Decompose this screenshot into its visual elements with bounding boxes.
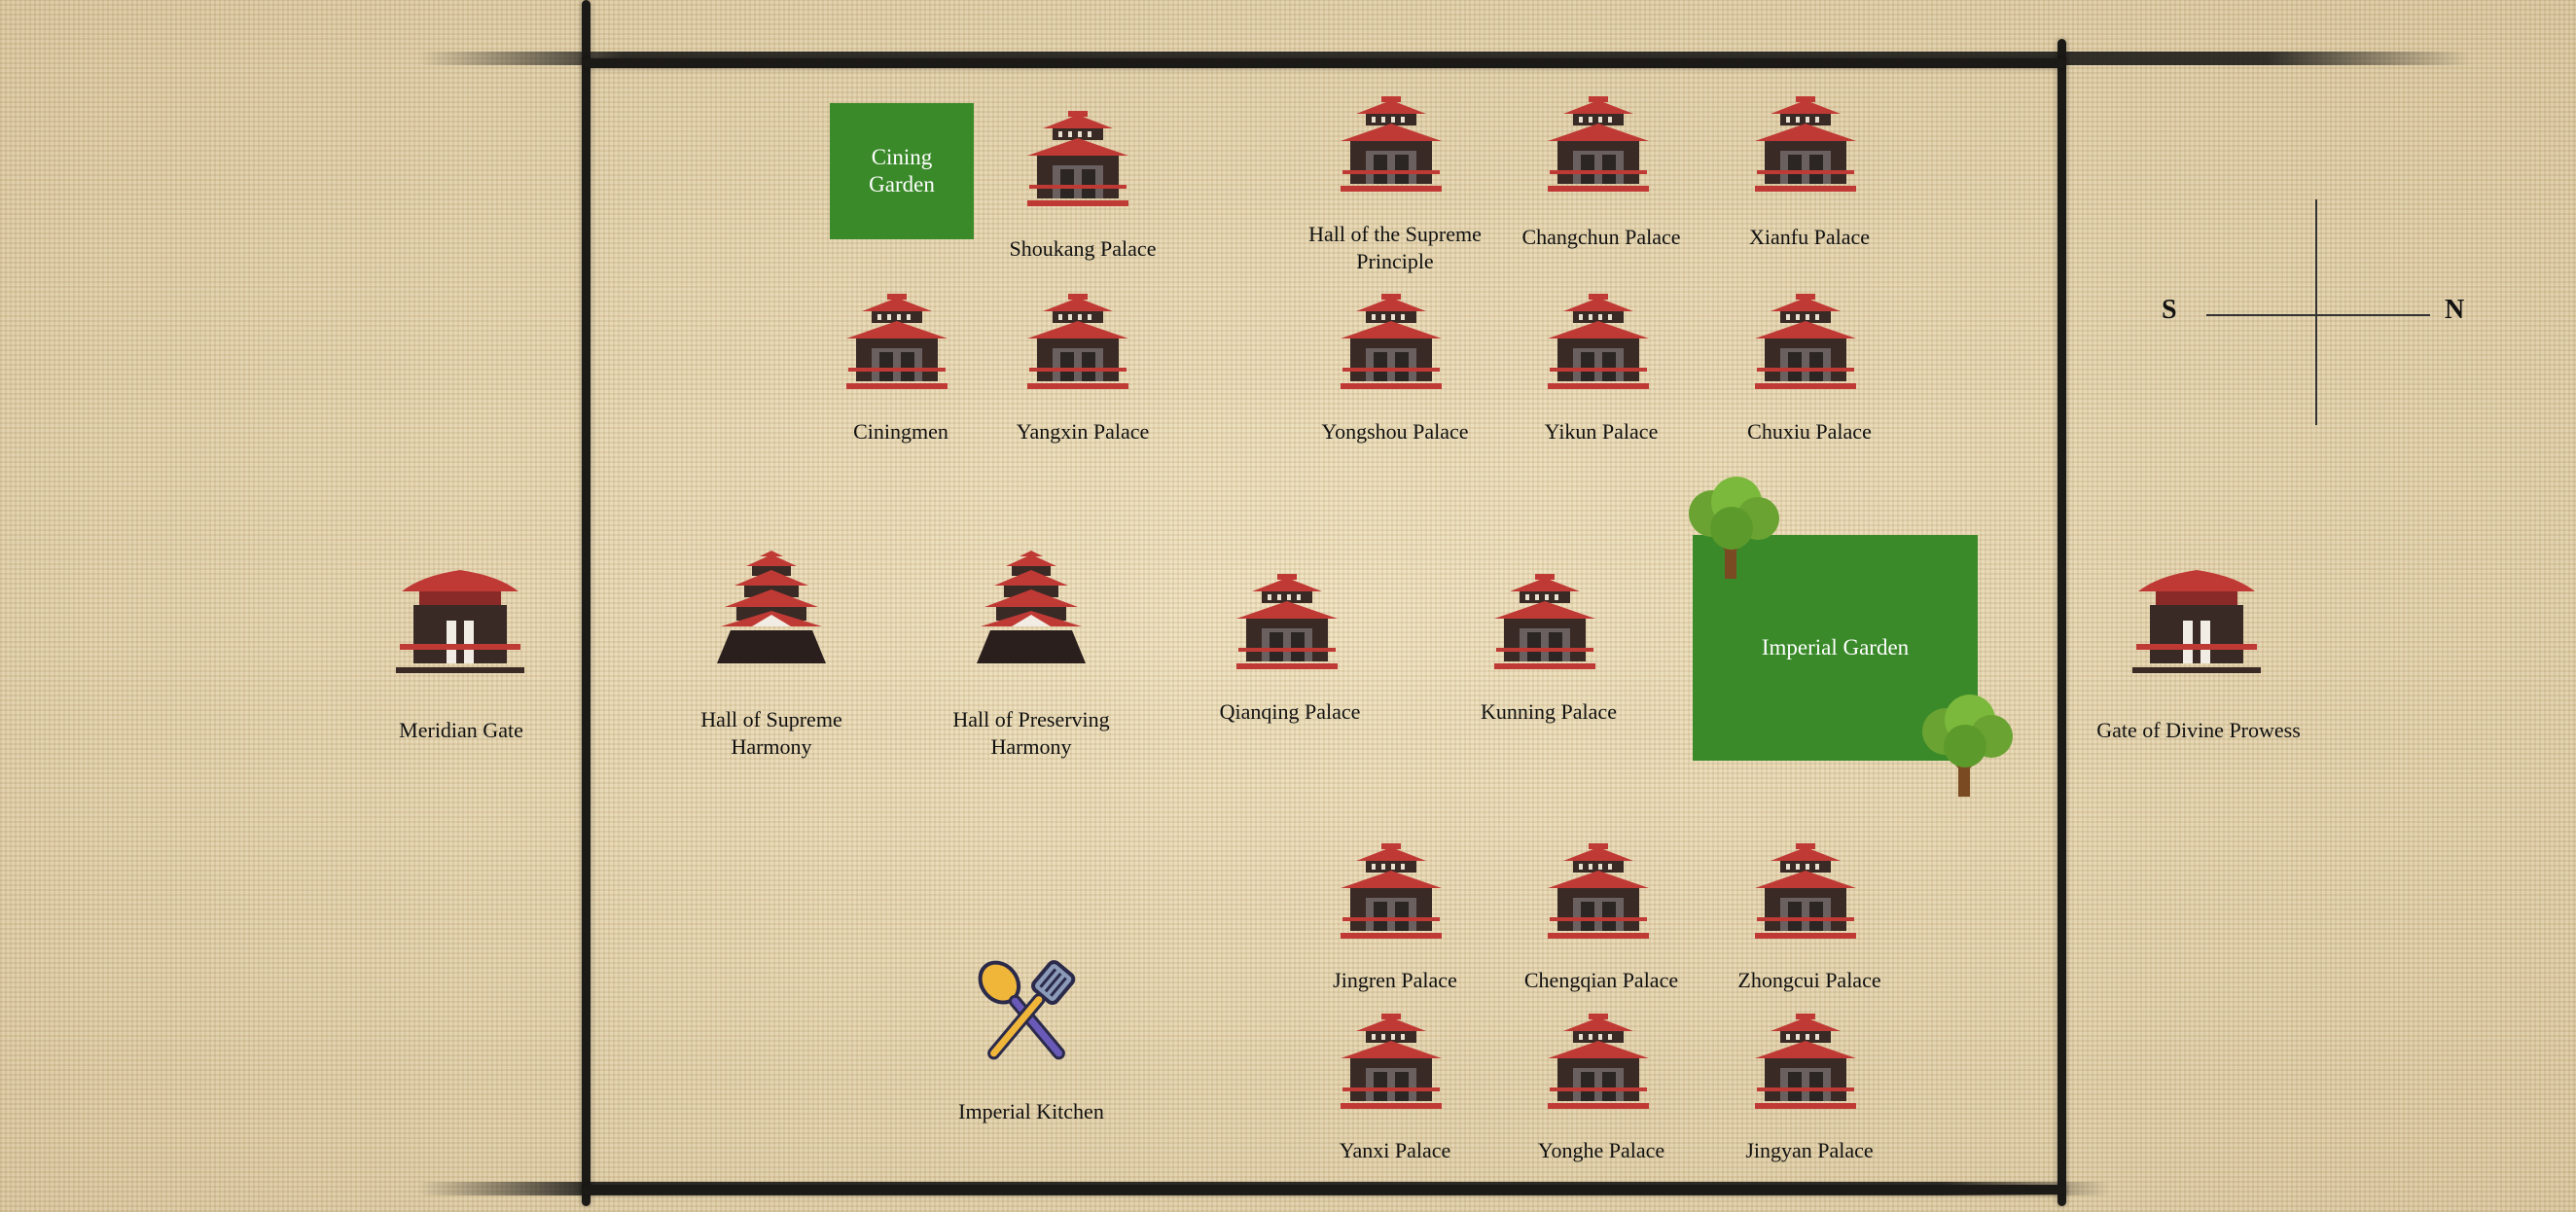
compass-south: S	[2162, 295, 2177, 325]
divine-prowess-gate-label: Gate of Divine Prowess	[2096, 718, 2301, 742]
tree-icon	[1922, 695, 2013, 797]
compass-horizontal	[2206, 314, 2430, 316]
palace-icon	[1341, 294, 1442, 389]
palace-icon	[1341, 96, 1442, 192]
supreme-harmony-label: Hall of Supreme Harmony	[700, 707, 842, 759]
supreme-principle-label: Hall of the Supreme Principle	[1308, 222, 1482, 273]
changchun-palace-label: Changchun Palace	[1521, 225, 1681, 249]
gate-icon	[2132, 570, 2261, 673]
zhongcui-palace-label: Zhongcui Palace	[1737, 968, 1881, 992]
palace-icon	[1548, 843, 1649, 939]
palace-icon	[1341, 843, 1442, 939]
palace-icon	[1494, 574, 1595, 669]
cining-garden: Cining Garden	[830, 103, 974, 239]
wall-bottom	[582, 1185, 2066, 1194]
jingyan-palace-label: Jingyan Palace	[1745, 1138, 1874, 1162]
hall-icon	[717, 551, 826, 663]
yangxin-palace-label: Yangxin Palace	[1016, 419, 1150, 444]
palace-icon	[1755, 96, 1856, 192]
palace-icon	[1548, 294, 1649, 389]
shoukang-palace-label: Shoukang Palace	[1009, 236, 1157, 261]
yikun-palace-label: Yikun Palace	[1544, 419, 1659, 444]
palace-icon	[1236, 574, 1338, 669]
yongshou-palace-label: Yongshou Palace	[1321, 419, 1469, 444]
wall-right	[2057, 39, 2066, 1206]
hall-icon	[977, 551, 1086, 663]
yanxi-palace-label: Yanxi Palace	[1339, 1138, 1451, 1162]
palace-icon	[1027, 111, 1128, 206]
jingren-palace-label: Jingren Palace	[1333, 968, 1457, 992]
yonghe-palace-label: Yonghe Palace	[1537, 1138, 1665, 1162]
palace-icon	[1548, 1014, 1649, 1109]
palace-icon	[1548, 96, 1649, 192]
xianfu-palace-label: Xianfu Palace	[1749, 225, 1870, 249]
qianqing-palace-label: Qianqing Palace	[1219, 699, 1361, 724]
meridian-gate-label: Meridian Gate	[399, 718, 523, 742]
wall-top	[582, 58, 2066, 68]
palace-icon	[1027, 294, 1128, 389]
kunning-palace-label: Kunning Palace	[1481, 699, 1617, 724]
compass-north: N	[2445, 295, 2465, 325]
palace-icon	[1755, 1014, 1856, 1109]
compass-vertical	[2315, 199, 2317, 425]
imperial-kitchen-label: Imperial Kitchen	[958, 1099, 1104, 1123]
palace-icon	[1755, 294, 1856, 389]
palace-icon	[1341, 1014, 1442, 1109]
palace-icon	[846, 294, 948, 389]
wall-left	[582, 0, 590, 1206]
kitchen-utensils-icon	[978, 960, 1076, 1060]
preserving-harmony-label: Hall of Preserving Harmony	[952, 707, 1110, 759]
ciningmen-label: Ciningmen	[853, 419, 948, 444]
gate-icon	[396, 570, 524, 673]
chuxiu-palace-label: Chuxiu Palace	[1747, 419, 1872, 444]
palace-icon	[1755, 843, 1856, 939]
chengqian-palace-label: Chengqian Palace	[1523, 968, 1679, 992]
tree-icon	[1689, 477, 1779, 579]
